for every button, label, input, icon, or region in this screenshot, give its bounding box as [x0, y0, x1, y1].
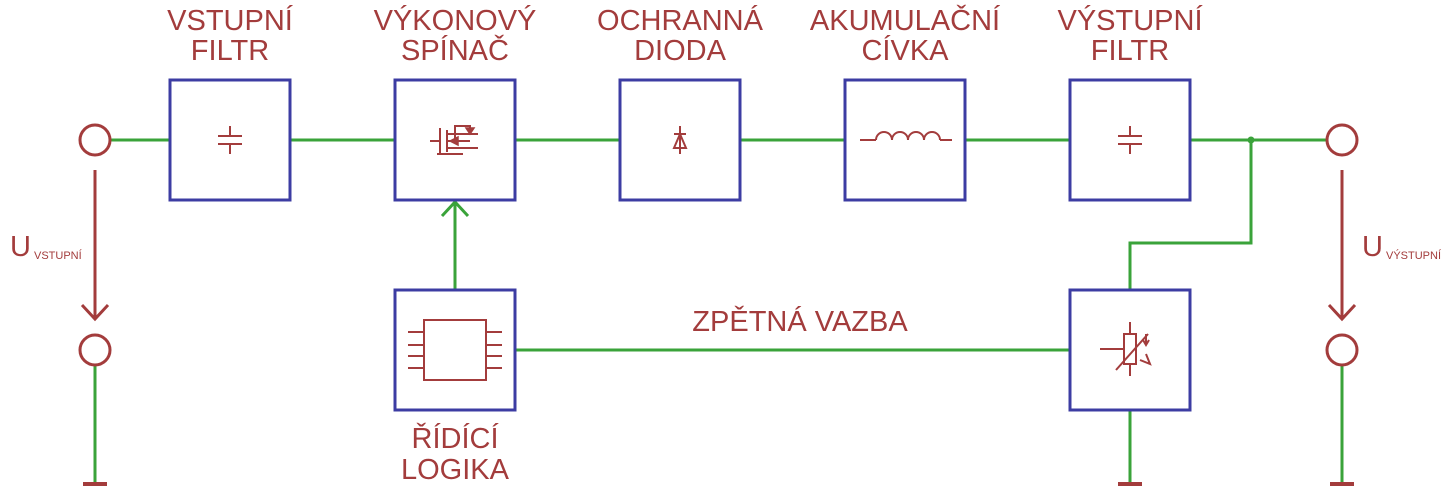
protection-diode-label-line1: OCHRANNÁ	[597, 4, 764, 37]
chip-icon	[408, 319, 502, 381]
input-voltage-subscript: VSTUPNÍ	[34, 249, 83, 262]
inductor-icon	[860, 131, 952, 141]
input-voltage-arrow	[80, 170, 110, 322]
mosfet-icon	[430, 125, 478, 155]
power-switch-label-line1: VÝKONOVÝ	[374, 4, 537, 37]
junction-dot	[1247, 136, 1255, 144]
input-filter-label-line1: VSTUPNÍ	[167, 4, 294, 37]
storage-coil-label-line2: CÍVKA	[861, 34, 949, 67]
capacitor-icon	[218, 126, 242, 154]
block-power-switch	[393, 78, 517, 202]
wire-output-to-feedback	[1128, 140, 1253, 290]
control-arrow-head	[440, 199, 470, 218]
wires	[93, 136, 1344, 482]
feedback-label: ZPĚTNÁ VAZBA	[692, 305, 908, 338]
output-terminal-top	[1325, 123, 1359, 157]
block-control-logic	[393, 288, 517, 412]
input-terminal-bottom	[78, 333, 112, 367]
storage-coil-label-line1: AKUMULAČNÍ	[810, 3, 1001, 37]
block-storage-coil	[843, 78, 967, 202]
output-terminal-bottom	[1325, 333, 1359, 367]
block-input-filter	[168, 78, 292, 202]
protection-diode-label-line2: DIODA	[634, 35, 727, 67]
block-feedback	[1068, 288, 1192, 412]
potentiometer-icon	[1100, 322, 1152, 376]
control-logic-label-line1: ŘÍDÍCÍ	[412, 422, 500, 455]
power-switch-label-line2: SPÍNAČ	[401, 33, 509, 67]
input-terminal-top	[78, 123, 112, 157]
output-filter-label-line1: VÝSTUPNÍ	[1057, 4, 1203, 37]
input-filter-label-line2: FILTR	[191, 35, 269, 67]
control-logic-label-line2: LOGIKA	[401, 454, 510, 486]
output-voltage-symbol: U	[1362, 231, 1383, 263]
block-protection-diode	[618, 78, 742, 202]
input-voltage-symbol: U	[10, 231, 31, 263]
output-voltage-arrow	[1327, 170, 1357, 322]
capacitor-icon	[1118, 126, 1142, 154]
output-voltage-subscript: VÝSTUPNÍ	[1386, 249, 1442, 262]
output-filter-label-line2: FILTR	[1091, 35, 1169, 67]
block-output-filter	[1068, 78, 1192, 202]
diode-icon	[672, 126, 688, 154]
